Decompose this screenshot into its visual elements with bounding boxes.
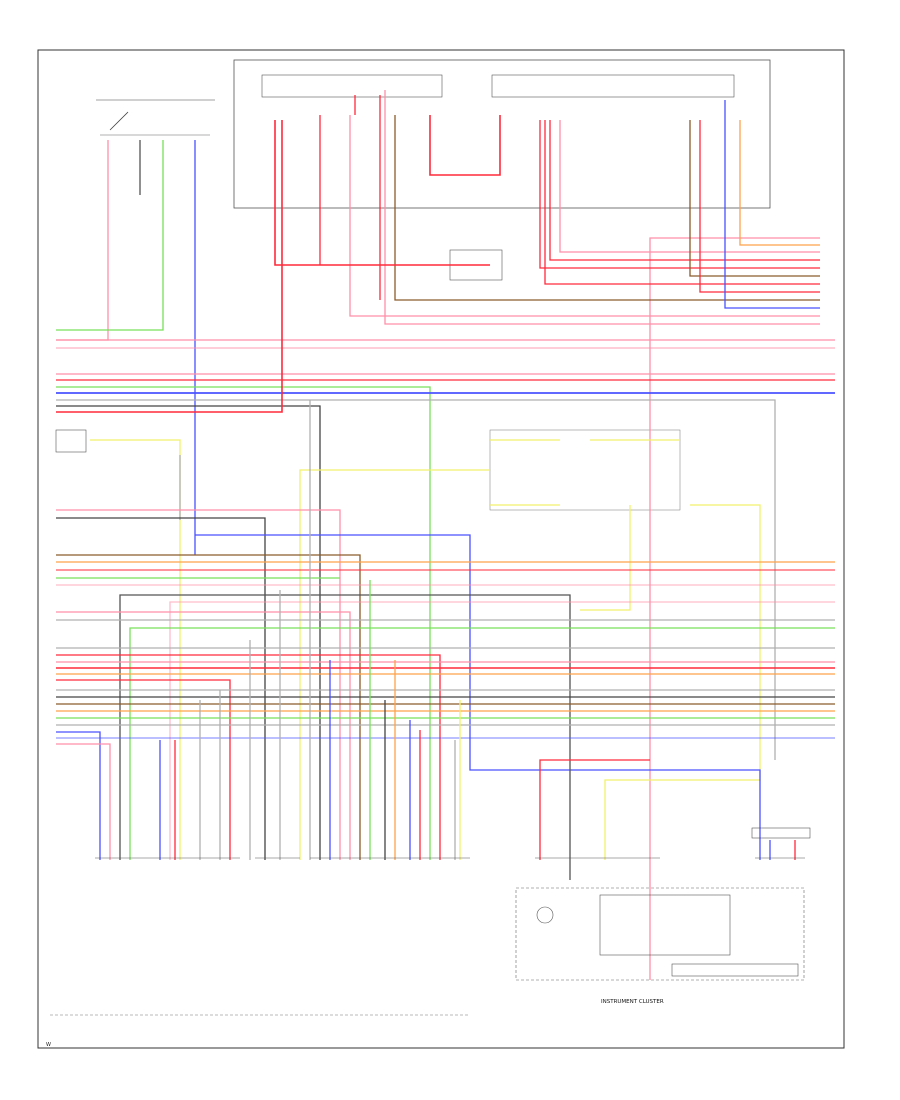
sensor-box-left bbox=[55, 429, 87, 453]
module-connector-top-right bbox=[751, 827, 811, 839]
wires bbox=[56, 90, 835, 980]
footer-code: W bbox=[46, 1042, 51, 1048]
connector-left-top bbox=[261, 74, 443, 98]
switch-assembly-top-left bbox=[96, 99, 215, 136]
module-center-box bbox=[489, 429, 681, 511]
instrument-cluster-label: INSTRUMENT CLUSTER bbox=[601, 999, 664, 1005]
warning-lamp-icon bbox=[536, 906, 554, 924]
cluster-connector bbox=[671, 963, 799, 977]
connector-right-top bbox=[491, 74, 735, 98]
cluster-inner-box bbox=[599, 894, 731, 956]
diagram-frame bbox=[37, 49, 845, 1049]
top-control-module bbox=[233, 59, 771, 209]
instrument-cluster-box bbox=[515, 887, 805, 981]
